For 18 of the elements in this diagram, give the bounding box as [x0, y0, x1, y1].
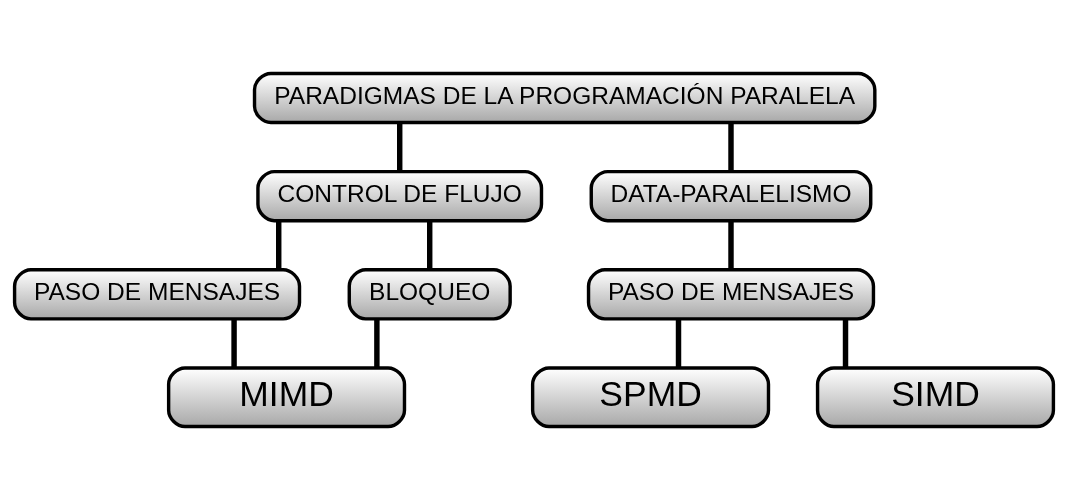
node-box: DATA-PARALELISMO — [589, 169, 873, 223]
node-box: MIMD — [166, 366, 407, 429]
node-box: PARADIGMAS DE LA PROGRAMACIÓN PARALELA — [252, 71, 877, 125]
connector — [427, 220, 433, 270]
connector — [675, 319, 682, 368]
node-box: CONTROL DE FLUJO — [256, 169, 544, 223]
connector — [276, 220, 282, 270]
node-box: BLOQUEO — [347, 268, 512, 321]
node-box: SIMD — [815, 366, 1056, 429]
connector — [728, 122, 734, 172]
connector — [842, 319, 849, 368]
connector — [728, 220, 734, 270]
connector — [374, 319, 380, 368]
node-box: PASO DE MENSAJES — [586, 268, 876, 321]
connector — [397, 122, 403, 172]
node-box: PASO DE MENSAJES — [12, 268, 302, 321]
connector — [231, 319, 237, 368]
node-box: SPMD — [530, 366, 771, 429]
